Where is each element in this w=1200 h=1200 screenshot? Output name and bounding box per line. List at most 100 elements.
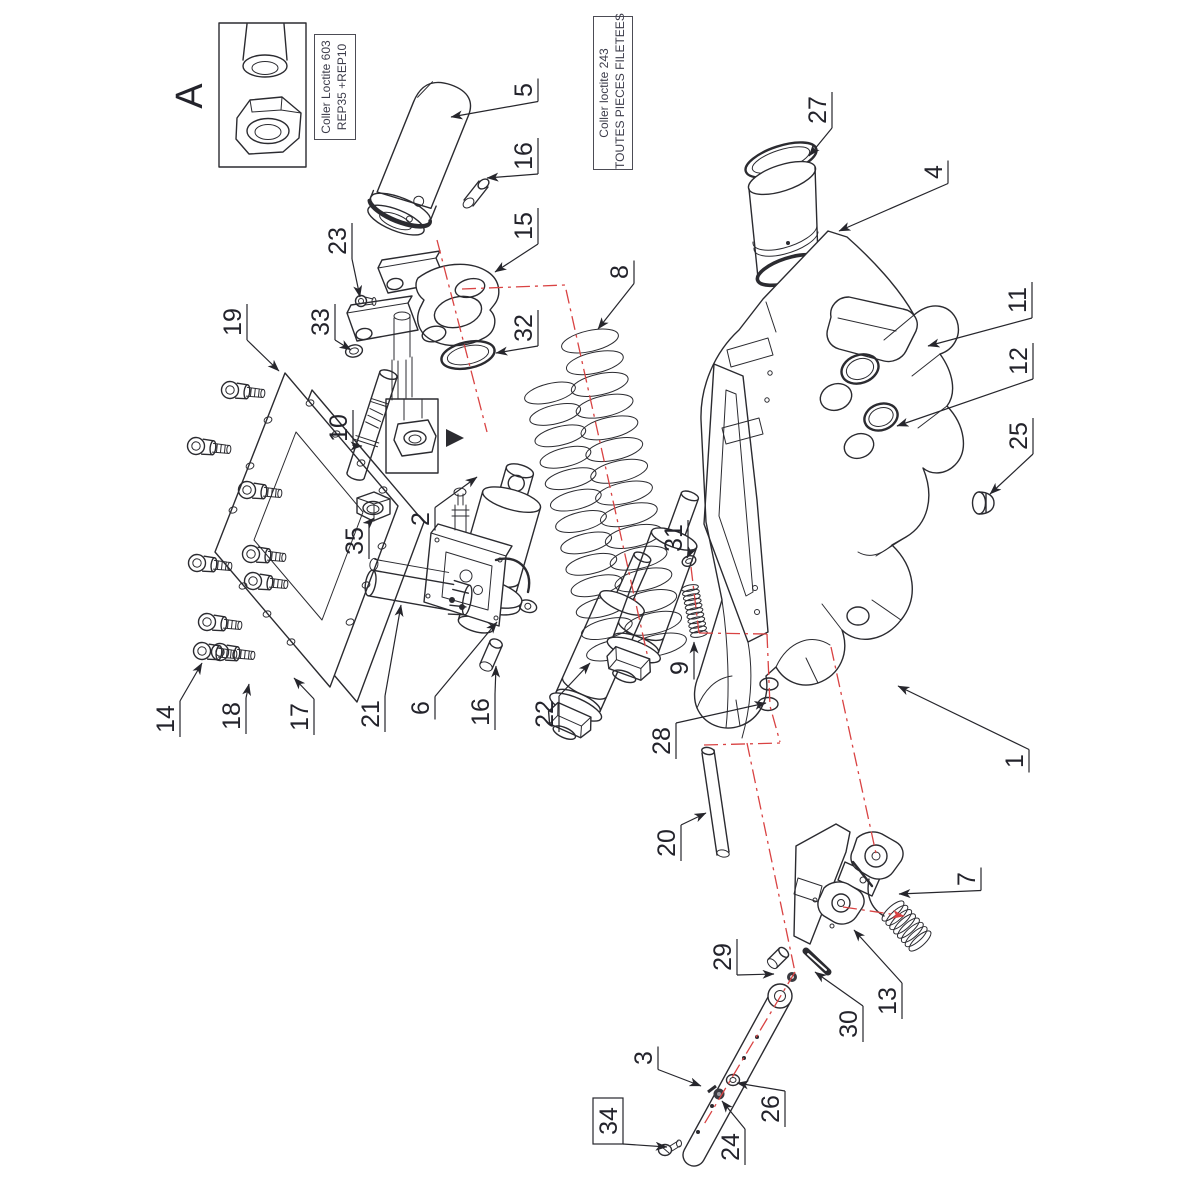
centerline xyxy=(842,906,905,919)
pin-20 xyxy=(701,746,730,858)
spring-8-right-coil xyxy=(595,480,653,506)
leader-line-13 xyxy=(853,929,903,984)
section-arrow xyxy=(446,429,464,447)
callout-label-15: 15 xyxy=(510,212,538,240)
main-body xyxy=(693,141,965,739)
pin-30 xyxy=(802,947,832,976)
callout-label-2: 2 xyxy=(407,512,435,526)
callout-box-34 xyxy=(592,1097,624,1145)
spring-8-left-coil xyxy=(539,445,592,469)
leader-line-18 xyxy=(242,683,251,699)
cylinder-5 xyxy=(367,81,490,236)
note-loctite-603: Coller Loctite 603 REP35 +REP10 xyxy=(314,34,356,140)
link-bracket-13 xyxy=(793,823,904,945)
leader-line-12 xyxy=(896,378,1034,427)
spring-8-left-coil xyxy=(565,552,618,576)
callout-label-19: 19 xyxy=(219,308,247,336)
pin-29 xyxy=(766,946,790,970)
note-loctite-243: Coller loctite 243 TOUTES PIECES FILETEE… xyxy=(593,13,633,170)
note-line: REP35 +REP10 xyxy=(335,43,349,131)
plug-25 xyxy=(971,491,995,515)
leader-line-15 xyxy=(494,243,539,273)
socket-screw xyxy=(196,611,244,635)
leader-line-8 xyxy=(597,283,635,330)
callout-label-27: 27 xyxy=(804,96,832,124)
callout-label-5: 5 xyxy=(510,83,538,97)
callout-label-1: 1 xyxy=(1001,754,1029,768)
spring-8-right-coil xyxy=(609,545,668,571)
spring-9-coil xyxy=(686,611,705,620)
callout-label-20: 20 xyxy=(653,829,681,857)
leader-line-23 xyxy=(351,258,363,298)
pin-16-bottom xyxy=(479,638,503,672)
leader-line-3 xyxy=(657,1068,702,1087)
spring-7-coil xyxy=(908,930,932,952)
spring-8-right-coil xyxy=(590,458,649,484)
callout-label-29: 29 xyxy=(709,943,737,971)
note-line: TOUTES PIECES FILETEES xyxy=(613,13,627,169)
callout-label-11: 11 xyxy=(1004,287,1032,313)
leader-line-28 xyxy=(675,701,767,724)
leader-line-6 xyxy=(434,621,498,697)
callout-label-22: 22 xyxy=(531,700,559,728)
leader-line-21 xyxy=(384,604,404,697)
callout-label-13: 13 xyxy=(874,987,902,1015)
spring-8-left-coil xyxy=(549,488,602,512)
leader-line-4 xyxy=(838,182,949,232)
leader-line-35 xyxy=(362,517,375,530)
leader-line-22 xyxy=(558,662,591,697)
leader-line-29 xyxy=(736,969,775,979)
centerline xyxy=(830,646,878,859)
spring-7-coil xyxy=(900,921,924,944)
spring-8-right-coil xyxy=(585,437,644,463)
upper-bracket xyxy=(344,250,500,401)
centerline xyxy=(703,742,782,746)
spring-7-coil xyxy=(904,926,928,948)
leader-line-34 xyxy=(622,1141,668,1151)
spring-8-right-coil xyxy=(599,502,658,528)
leader-line-31 xyxy=(686,545,697,559)
callout-label-10: 10 xyxy=(325,414,353,442)
leader-line-5 xyxy=(450,100,539,120)
spring-8-left-coil xyxy=(524,381,576,405)
screw-34 xyxy=(657,1139,682,1157)
pin-16-top xyxy=(462,178,490,209)
centerline xyxy=(690,566,700,634)
shock-22-right xyxy=(606,490,700,684)
callout-label-32: 32 xyxy=(510,314,538,342)
callout-label-12: 12 xyxy=(1005,347,1033,375)
leader-line-16 xyxy=(491,665,501,695)
spring-7-coil xyxy=(893,913,916,935)
spring-9-coil xyxy=(683,597,702,606)
centerline xyxy=(746,742,796,973)
leader-line-2 xyxy=(434,476,478,508)
leader-line-11 xyxy=(927,317,1033,348)
spring-8-right-coil xyxy=(580,415,639,441)
centerline xyxy=(698,632,768,635)
centerline xyxy=(436,239,488,433)
spring-8-right-coil xyxy=(565,350,624,376)
detail-a-letter: A xyxy=(169,83,211,109)
leader-line-14 xyxy=(179,662,203,702)
solenoid-21 xyxy=(364,557,473,616)
callout-label-23: 23 xyxy=(324,227,352,255)
stud-10 xyxy=(346,369,398,481)
leader-line-20 xyxy=(680,812,707,826)
socket-screw xyxy=(185,435,233,459)
spring-8-left-coil xyxy=(529,402,582,426)
callout-label-3: 3 xyxy=(630,1051,658,1065)
callout-label-28: 28 xyxy=(648,727,676,755)
spring-9-coil xyxy=(682,588,700,597)
leader-line-16 xyxy=(486,172,539,182)
spring-8-left-coil xyxy=(560,531,613,555)
nut-detail-zone xyxy=(385,398,439,474)
leader-line-17 xyxy=(293,677,315,700)
centerlines xyxy=(436,239,905,1127)
callout-label-9: 9 xyxy=(666,661,694,675)
callout-label-8: 8 xyxy=(606,265,634,279)
note-line: Coller Loctite 603 xyxy=(319,40,334,134)
callout-label-30: 30 xyxy=(835,1010,863,1038)
